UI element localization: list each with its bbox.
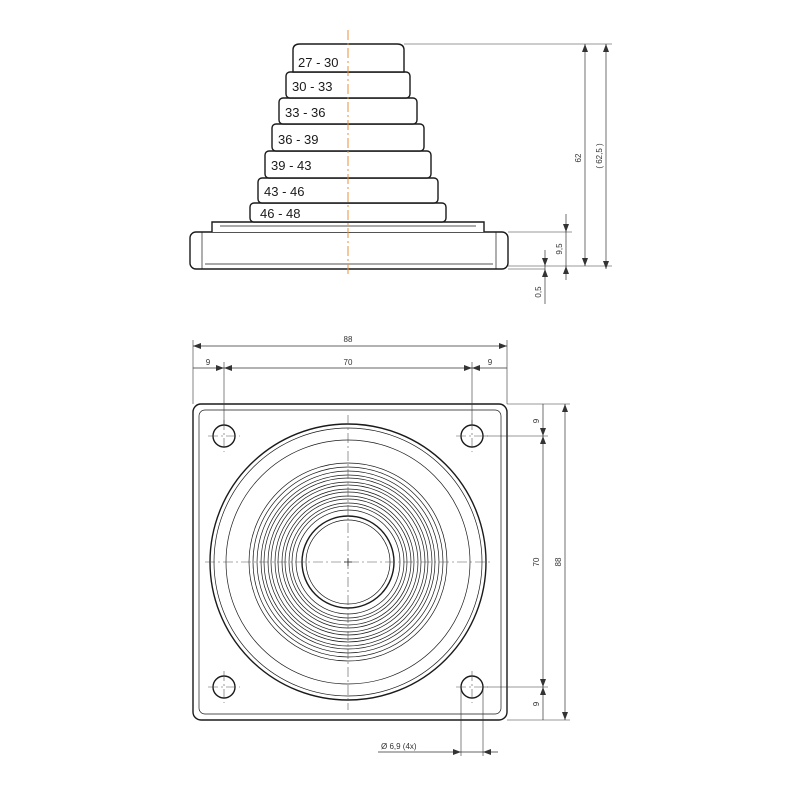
dim-arrow bbox=[542, 258, 548, 266]
step-label: 39 - 43 bbox=[271, 158, 311, 173]
dim-arrow bbox=[540, 679, 546, 687]
dim-arrow bbox=[216, 365, 224, 371]
dim-height-ref-text: ( 62,5 ) bbox=[595, 143, 604, 169]
dim-arrow bbox=[453, 749, 461, 755]
step-label: 46 - 48 bbox=[260, 206, 300, 221]
top-view: 88 70 9 9 88 70 9 9 Ø 6,9 (4x) bbox=[192, 335, 570, 756]
dim-edge-left-text: 9 bbox=[206, 358, 211, 367]
dim-arrow bbox=[582, 44, 588, 52]
dim-hole-spacing-x-text: 70 bbox=[344, 358, 353, 367]
dim-edge-top-text: 9 bbox=[532, 418, 541, 423]
dim-offset-text: 0,5 bbox=[534, 286, 543, 298]
dim-arrow bbox=[582, 258, 588, 266]
top-flange-inner bbox=[198, 409, 502, 715]
side-base-plate bbox=[189, 231, 509, 270]
dim-arrow bbox=[540, 428, 546, 436]
step-label: 43 - 46 bbox=[264, 184, 304, 199]
dim-overall-width-text: 88 bbox=[344, 335, 353, 344]
dim-arrow bbox=[562, 404, 568, 412]
side-view: 27 - 30 30 - 33 33 - 36 36 - 39 39 - 43 … bbox=[189, 30, 612, 304]
dim-hole-diameter-text: Ø 6,9 (4x) bbox=[381, 742, 417, 751]
dim-hole-spacing-y-text: 70 bbox=[532, 557, 541, 566]
step-label: 30 - 33 bbox=[292, 79, 332, 94]
dim-overall-height-text: 88 bbox=[554, 557, 563, 566]
dim-arrow bbox=[563, 266, 569, 274]
step-label: 36 - 39 bbox=[278, 132, 318, 147]
dim-arrow bbox=[540, 687, 546, 695]
dim-arrow bbox=[472, 365, 480, 371]
dim-arrow bbox=[483, 749, 491, 755]
dim-arrow bbox=[542, 269, 548, 277]
dim-base-text: 9,5 bbox=[555, 243, 564, 255]
dim-height-text: 62 bbox=[574, 153, 583, 162]
step-label: 27 - 30 bbox=[298, 55, 338, 70]
step-label: 33 - 36 bbox=[285, 105, 325, 120]
dim-arrow bbox=[464, 365, 472, 371]
dim-arrow bbox=[540, 436, 546, 444]
dim-arrow bbox=[499, 343, 507, 349]
dim-arrow bbox=[562, 712, 568, 720]
dim-arrow bbox=[603, 261, 609, 269]
dim-arrow bbox=[193, 343, 201, 349]
dim-arrow bbox=[563, 224, 569, 232]
dim-arrow bbox=[603, 44, 609, 52]
dim-arrow bbox=[224, 365, 232, 371]
dim-edge-right-text: 9 bbox=[488, 358, 493, 367]
dim-edge-bottom-text: 9 bbox=[532, 701, 541, 706]
